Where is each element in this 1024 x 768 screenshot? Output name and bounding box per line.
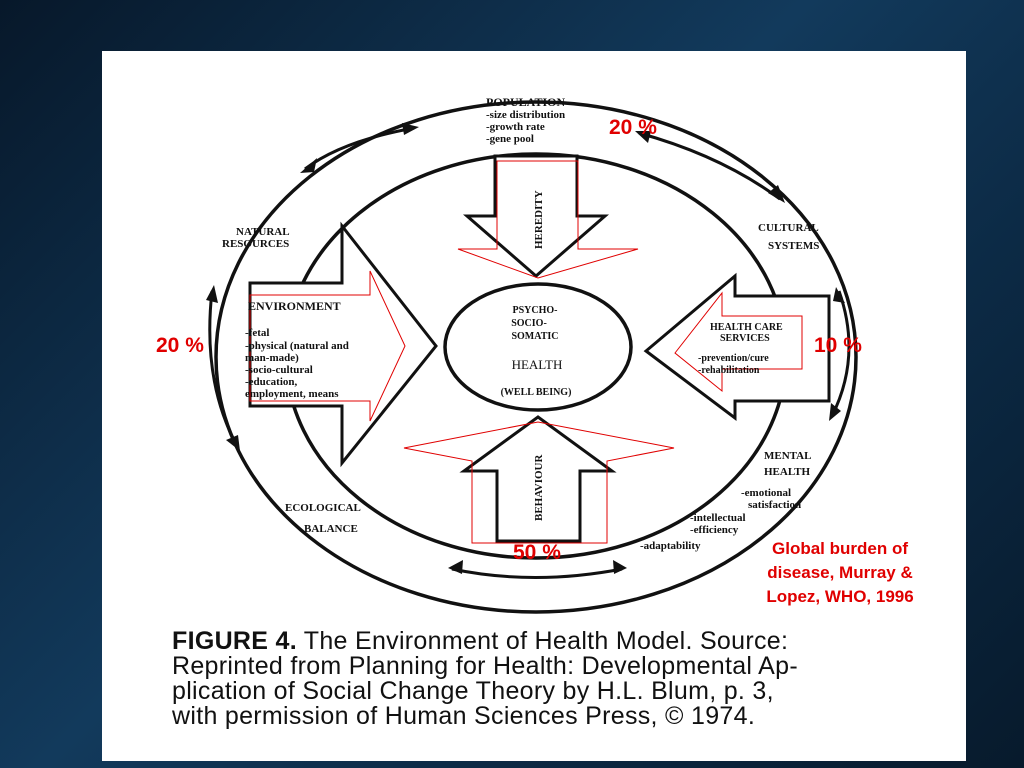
- health-care-item: -rehabilitation: [698, 365, 760, 376]
- population-title: POPULATION: [486, 95, 565, 109]
- environment-item: man-made): [245, 352, 299, 364]
- mental-health-title: HEALTH: [764, 466, 811, 478]
- health-care-item: -prevention/cure: [698, 353, 769, 364]
- environment-item: -physical (natural and: [245, 340, 349, 352]
- caption-text: The Environment of Health Model. Source:: [296, 627, 789, 655]
- cultural-systems-label: SYSTEMS: [768, 240, 819, 252]
- caption-line: with permission of Human Sciences Press,…: [172, 702, 756, 730]
- environment-title: ENVIRONMENT: [248, 299, 341, 313]
- outer-ellipse: [214, 100, 858, 614]
- cultural-systems-label: CULTURAL: [758, 222, 819, 234]
- ecological-balance-label: ECOLOGICAL: [285, 502, 361, 514]
- natural-resources-label: NATURAL: [236, 226, 290, 238]
- health-center-text: SOMATIC: [511, 331, 558, 342]
- heredity-arrow: [462, 154, 610, 278]
- environment-item: employment, means: [245, 388, 339, 400]
- health-care-arrow: [643, 272, 831, 422]
- environment-item: -education,: [245, 376, 298, 388]
- mental-health-title: MENTAL: [764, 450, 811, 462]
- mental-health-item: -efficiency: [690, 524, 739, 536]
- percent-environment: 20 %: [156, 334, 204, 357]
- health-model-diagram: POPULATION -size distribution -growth ra…: [156, 95, 862, 614]
- behaviour-red-arrow: [403, 421, 675, 544]
- environment-item: -socio-cultural: [245, 364, 313, 376]
- health-care-title: SERVICES: [720, 333, 770, 344]
- ecological-balance-label: BALANCE: [304, 523, 358, 535]
- mental-health-item: -adaptability: [640, 540, 701, 552]
- health-care-title: HEALTH CARE: [710, 322, 783, 333]
- heredity-red-arrow: [457, 160, 639, 279]
- health-center-text: SOCIO-: [511, 318, 547, 329]
- percent-behaviour: 50 %: [513, 541, 561, 564]
- mental-health-item: -intellectual: [690, 512, 746, 524]
- health-center-text: (WELL BEING): [501, 387, 572, 398]
- environment-arrow: [248, 221, 438, 468]
- environment-red-arrow: [249, 270, 406, 422]
- population-item: -gene pool: [486, 133, 534, 145]
- population-item: -size distribution: [486, 109, 565, 121]
- health-center-title: HEALTH: [512, 357, 563, 372]
- percent-health-care: 10 %: [814, 334, 862, 357]
- heredity-label: HEREDITY: [533, 190, 545, 249]
- percent-heredity: 20 %: [609, 116, 657, 139]
- natural-resources-label: RESOURCES: [222, 238, 289, 250]
- figure-label: FIGURE 4.: [172, 627, 297, 655]
- caption-line: plication of Social Change Theory by H.L…: [172, 677, 774, 705]
- health-center-ellipse: [443, 282, 633, 412]
- behaviour-label: BEHAVIOUR: [533, 454, 545, 521]
- citation-line: Lopez, WHO, 1996: [766, 587, 914, 606]
- behaviour-arrow: [459, 415, 617, 543]
- mental-health-item: satisfaction: [748, 499, 801, 511]
- environment-item: -fetal: [245, 327, 269, 339]
- citation-note: Global burden of disease, Murray & Lopez…: [730, 537, 950, 609]
- health-center-text: PSYCHO-: [513, 305, 558, 316]
- citation-line: Global burden of: [772, 539, 908, 558]
- caption-line: Reprinted from Planning for Health: Deve…: [172, 652, 798, 680]
- slide-canvas: POPULATION -size distribution -growth ra…: [102, 51, 966, 761]
- population-item: -growth rate: [486, 121, 545, 133]
- arrow-heads: [206, 123, 845, 574]
- caption-line: FIGURE 4. The Environment of Health Mode…: [172, 629, 952, 654]
- mental-health-item: -emotional: [741, 487, 791, 499]
- figure-caption: FIGURE 4. The Environment of Health Mode…: [172, 629, 952, 729]
- citation-line: disease, Murray &: [767, 563, 913, 582]
- health-care-red-arrow: [674, 291, 803, 393]
